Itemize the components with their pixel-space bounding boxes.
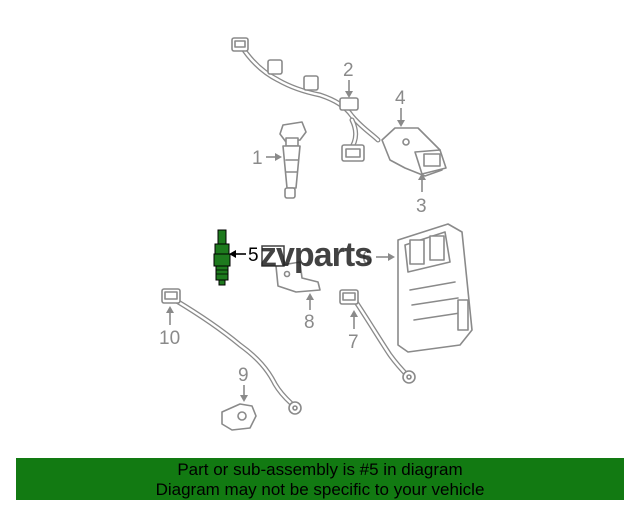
callout-7: 7	[348, 332, 359, 353]
spark-plug-part-highlighted[interactable]	[213, 229, 231, 286]
wiring-harness-part[interactable]	[231, 37, 381, 162]
watermark-text: zvparts	[260, 236, 372, 274]
callout-1: 1	[252, 148, 263, 169]
callout-6: 6	[362, 248, 373, 269]
bracket-part[interactable]	[275, 261, 321, 293]
banner-line-disclaimer: Diagram may not be specific to your vehi…	[155, 480, 485, 499]
callout-9: 9	[238, 365, 249, 386]
callout-10: 10	[159, 328, 180, 349]
ignition-coil-part[interactable]	[279, 121, 307, 199]
sensor-lead-part[interactable]	[339, 289, 416, 384]
bracket-and-module-part[interactable]	[381, 127, 447, 177]
knock-sensor-part[interactable]	[161, 288, 302, 431]
fitment-notice-banner: Part or sub-assembly is #5 in diagram Di…	[16, 458, 624, 500]
callout-2: 2	[343, 60, 354, 81]
callout-5: 5	[248, 245, 259, 266]
engine-control-module-part[interactable]	[397, 223, 473, 353]
banner-line-part-number: Part or sub-assembly is #5 in diagram	[177, 460, 463, 479]
parts-diagram: 1 2 3 4 5 6 7 8 9 10 zvparts	[159, 37, 473, 431]
callout-arrows	[166, 80, 426, 402]
zvparts-watermark-logo: zvparts	[260, 236, 373, 274]
callout-3: 3	[416, 196, 427, 217]
callout-4: 4	[395, 88, 406, 109]
callout-8: 8	[304, 312, 315, 333]
